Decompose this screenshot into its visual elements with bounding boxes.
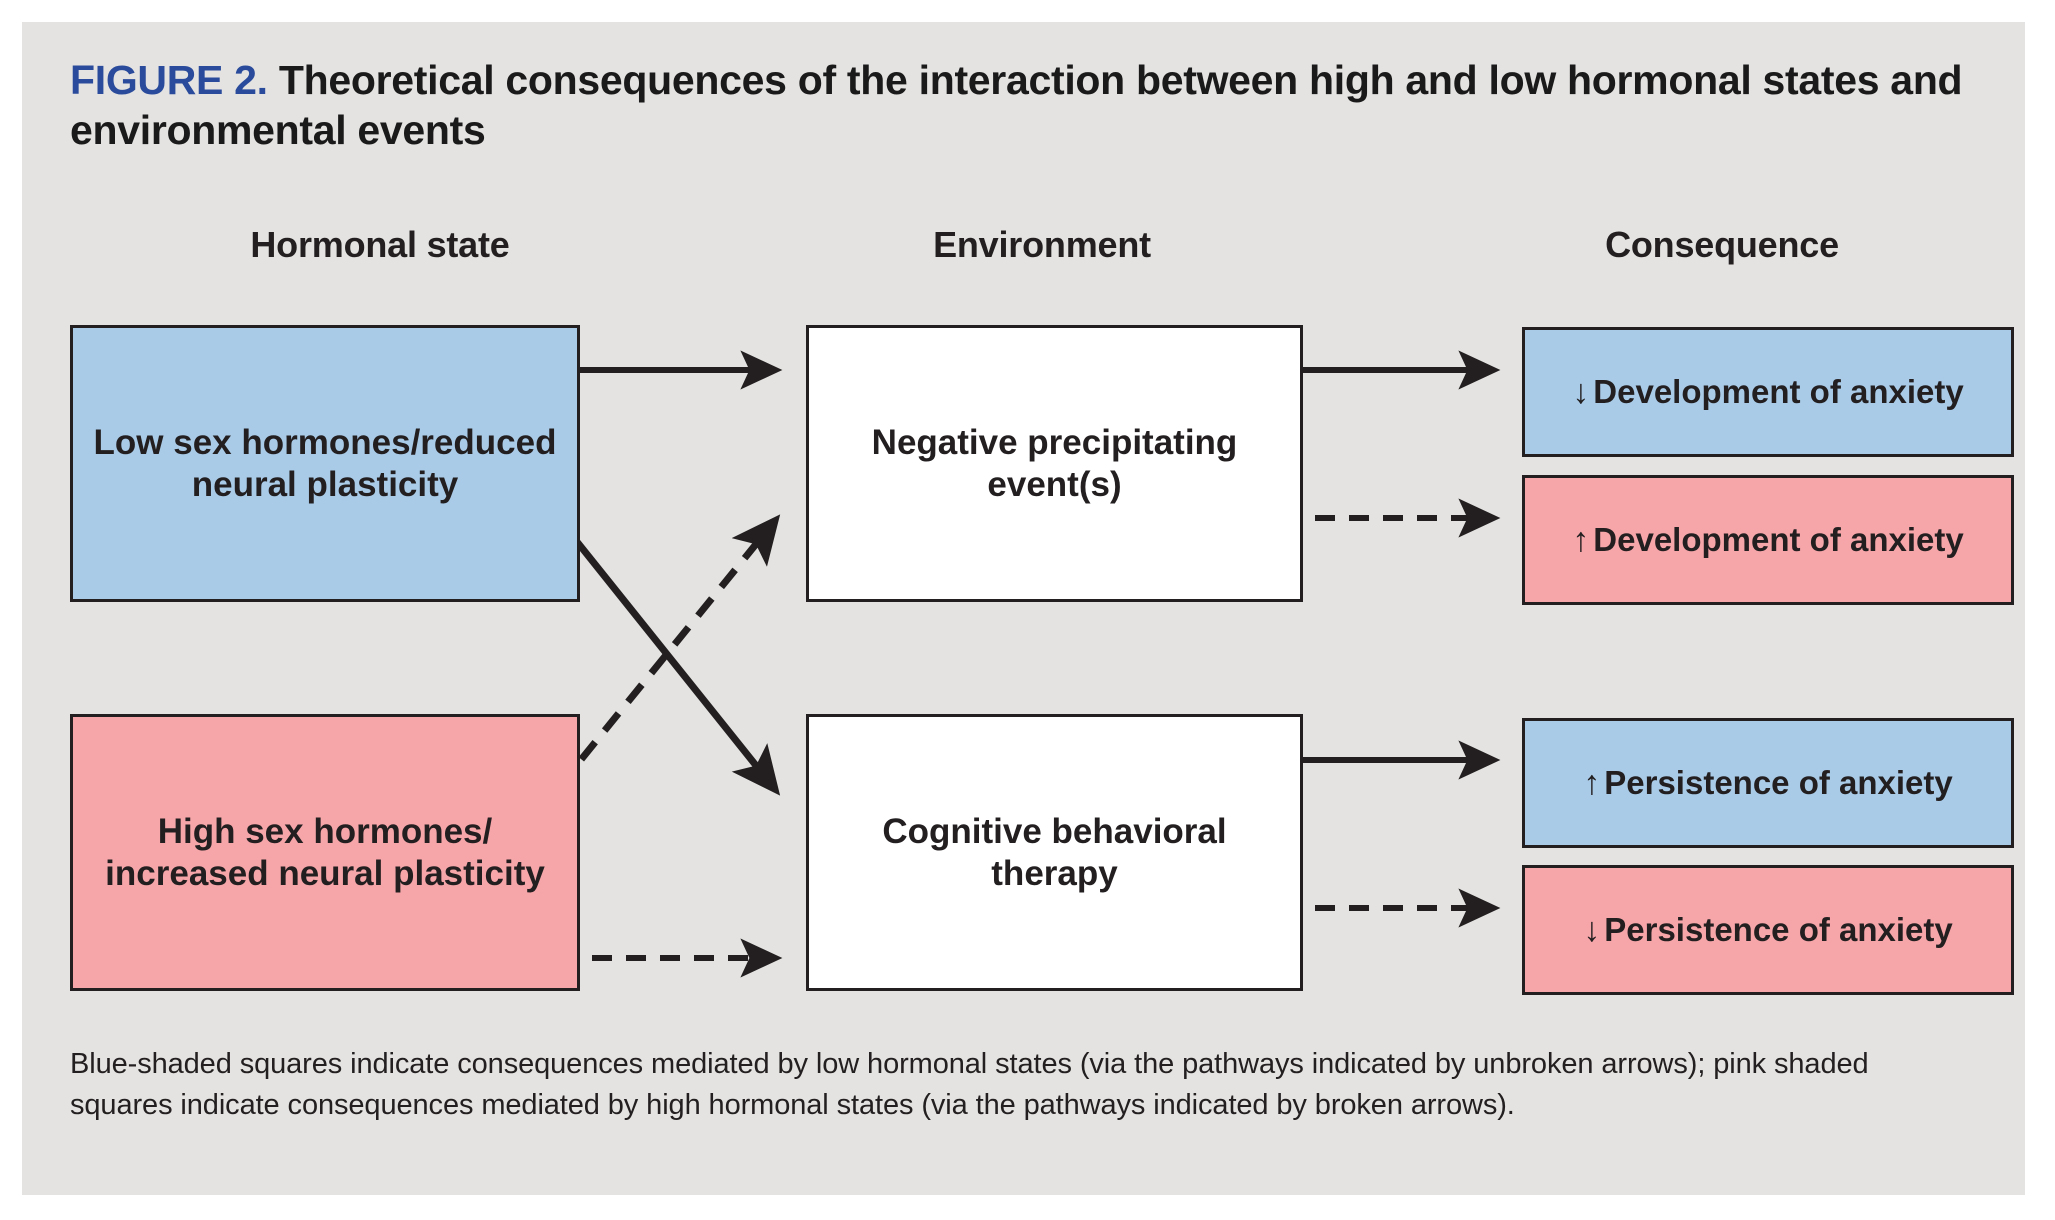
arrow-up-icon: ↑ <box>1583 763 1601 802</box>
figure-title: FIGURE 2. Theoretical consequences of th… <box>70 55 1970 155</box>
column-header-environment: Environment <box>933 224 1151 265</box>
node-high-sex-hormones: High sex hormones/ increased neural plas… <box>70 714 580 991</box>
node-decreased-development-of-anxiety-text: Development of anxiety <box>1593 372 1964 410</box>
node-decreased-persistence-of-anxiety: ↓Persistence of anxiety <box>1522 865 2014 995</box>
node-increased-development-of-anxiety-label: ↑Development of anxiety <box>1525 520 2011 561</box>
figure-title-text: Theoretical consequences of the interact… <box>70 57 1963 154</box>
arrow-down-icon: ↓ <box>1583 910 1601 949</box>
node-increased-development-of-anxiety: ↑Development of anxiety <box>1522 475 2014 605</box>
node-decreased-development-of-anxiety-label: ↓Development of anxiety <box>1525 372 2011 413</box>
node-decreased-development-of-anxiety: ↓Development of anxiety <box>1522 327 2014 457</box>
edge-high-to-negative <box>555 514 781 791</box>
node-increased-development-of-anxiety-text: Development of anxiety <box>1593 520 1964 558</box>
node-decreased-persistence-of-anxiety-text: Persistence of anxiety <box>1604 910 1953 948</box>
arrow-down-icon: ↓ <box>1572 372 1590 411</box>
node-increased-persistence-of-anxiety-label: ↑Persistence of anxiety <box>1525 763 2011 804</box>
arrow-layer <box>555 350 1501 978</box>
node-low-sex-hormones-label: Low sex hormones/reduced neural plastici… <box>93 422 557 504</box>
node-increased-persistence-of-anxiety: ↑Persistence of anxiety <box>1522 718 2014 848</box>
column-header-consequence: Consequence <box>1605 224 1839 265</box>
node-negative-precipitating-event-label: Negative precipitating event(s) <box>871 422 1238 504</box>
node-cognitive-behavioral-therapy-label: Cognitive behavioral therapy <box>882 811 1227 893</box>
arrow-up-icon: ↑ <box>1572 520 1590 559</box>
edge-low-to-cbt <box>555 515 781 796</box>
node-cognitive-behavioral-therapy: Cognitive behavioral therapy <box>806 714 1303 991</box>
column-header-hormonal-state: Hormonal state <box>250 224 510 265</box>
node-low-sex-hormones: Low sex hormones/reduced neural plastici… <box>70 325 580 602</box>
figure-label: FIGURE 2. <box>70 57 268 103</box>
figure-caption: Blue-shaded squares indicate consequence… <box>70 1048 1869 1122</box>
figure-panel: FIGURE 2. Theoretical consequences of th… <box>22 22 2025 1195</box>
node-increased-persistence-of-anxiety-text: Persistence of anxiety <box>1604 763 1953 801</box>
node-negative-precipitating-event: Negative precipitating event(s) <box>806 325 1303 602</box>
node-high-sex-hormones-label: High sex hormones/ increased neural plas… <box>105 811 545 893</box>
node-decreased-persistence-of-anxiety-label: ↓Persistence of anxiety <box>1525 910 2011 951</box>
